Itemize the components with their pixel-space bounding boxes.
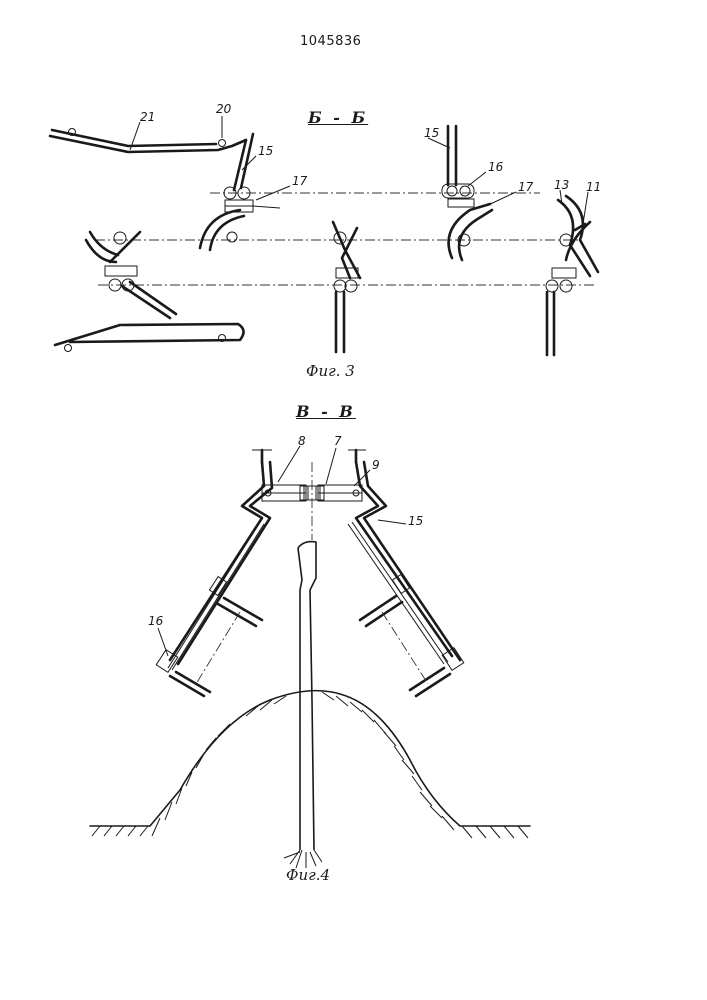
leader-7 <box>326 448 336 484</box>
label-13: 13 <box>554 178 569 192</box>
leader-8 <box>278 446 300 482</box>
soil-ridge <box>90 691 530 838</box>
label-20: 20 <box>216 102 231 116</box>
label-9: 9 <box>372 458 380 472</box>
middle-lever <box>333 222 360 352</box>
leader-15a <box>242 156 256 170</box>
leader-15-fig4 <box>378 520 406 524</box>
label-15-fig4: 15 <box>408 514 423 528</box>
fig4-section-title: В - В <box>296 402 356 421</box>
leader-16-fig4 <box>158 628 168 656</box>
fig3-section-title: Б - Б <box>308 108 368 127</box>
leader-16 <box>468 172 486 186</box>
fig4-beam <box>262 462 362 540</box>
label-7: 7 <box>334 434 342 448</box>
label-17-b: 17 <box>518 180 533 194</box>
right-assembly <box>546 196 598 355</box>
fig3-caption: Фиг. 3 <box>306 362 355 380</box>
label-16-fig4: 16 <box>148 614 163 628</box>
fig4-caption: Фиг.4 <box>286 866 330 884</box>
fig4-left-arm <box>156 450 272 696</box>
label-11: 11 <box>586 180 601 194</box>
label-21: 21 <box>140 110 155 124</box>
leader-17b <box>486 192 516 206</box>
lower-arm-assembly <box>55 232 244 352</box>
label-15-a: 15 <box>258 144 273 158</box>
label-8: 8 <box>298 434 306 448</box>
plant-stem <box>284 542 322 868</box>
label-16: 16 <box>488 160 503 174</box>
label-15-b: 15 <box>424 126 439 140</box>
label-17-a: 17 <box>292 174 307 188</box>
fig4-right-arm <box>348 450 464 696</box>
upper-arm-assembly <box>50 129 280 251</box>
